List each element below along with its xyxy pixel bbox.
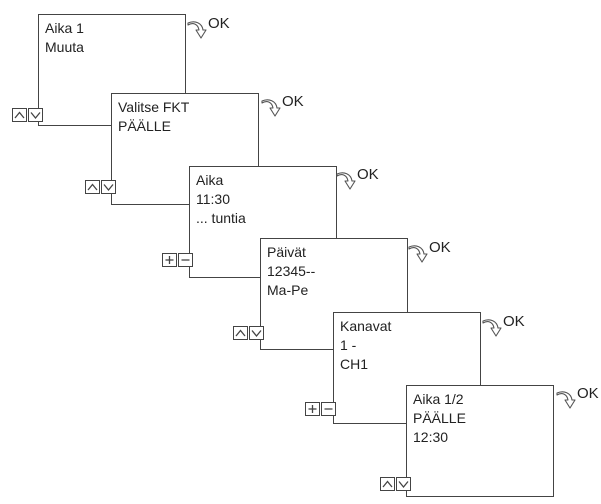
- screen-text: Aika 1 Muuta: [45, 19, 84, 57]
- ok-step-2: OK: [260, 94, 320, 124]
- arrow-up-key: [380, 477, 395, 491]
- key-pair-5: [305, 402, 339, 416]
- key-pair-2: [85, 180, 119, 194]
- screen-line: 12:30: [413, 429, 449, 445]
- screen-text: Päivät 12345-- Ma-Pe: [267, 243, 315, 300]
- arrow-down-key: [396, 477, 411, 491]
- arrow-up-key: [233, 326, 248, 340]
- arrow-down-key: [28, 108, 43, 122]
- screen-line: PÄÄLLE: [413, 410, 466, 426]
- ok-step-1: OK: [186, 16, 246, 46]
- screen-line: Päivät: [267, 244, 306, 260]
- arrow-up-key: [85, 180, 100, 194]
- arrow-down-key: [101, 180, 116, 194]
- screen-line: 1 -: [340, 337, 357, 353]
- ok-label: OK: [208, 15, 230, 32]
- screen-line: Aika 1/2: [413, 391, 464, 407]
- screen-text: Aika 11:30 ... tuntia: [196, 171, 246, 228]
- screen-line: Aika: [196, 172, 224, 188]
- screen-line: Kanavat: [340, 318, 392, 334]
- ok-label: OK: [429, 239, 451, 256]
- ok-label: OK: [357, 166, 379, 183]
- key-pair-1: [12, 108, 46, 122]
- screen-line: Ma-Pe: [267, 282, 309, 298]
- key-pair-3: [162, 253, 196, 267]
- screen-line: 12345--: [267, 263, 316, 279]
- screen-line: Valitse FKT: [118, 99, 190, 115]
- screen-line: Muuta: [45, 39, 84, 55]
- minus-key: [178, 253, 193, 267]
- ok-label: OK: [503, 313, 525, 330]
- screen-line: 11:30: [196, 191, 230, 207]
- ok-label: OK: [577, 385, 599, 402]
- ok-step-4: OK: [407, 240, 467, 270]
- arrow-up-key: [12, 108, 27, 122]
- plus-key: [305, 402, 320, 416]
- screen-line: ... tuntia: [196, 210, 246, 226]
- arrow-down-key: [249, 326, 264, 340]
- ok-step-3: OK: [335, 167, 395, 197]
- screen-line: Aika 1: [45, 20, 84, 36]
- screen-text: Kanavat 1 - CH1: [340, 317, 391, 374]
- key-pair-6: [380, 477, 414, 491]
- screen-text: Valitse FKT PÄÄLLE: [118, 98, 189, 136]
- plus-key: [162, 253, 177, 267]
- key-pair-4: [233, 326, 267, 340]
- ok-step-5: OK: [481, 314, 541, 344]
- screen-line: PÄÄLLE: [118, 118, 171, 134]
- minus-key: [321, 402, 336, 416]
- ok-step-6: OK: [555, 386, 601, 416]
- ok-label: OK: [282, 93, 304, 110]
- screen-line: CH1: [340, 356, 369, 372]
